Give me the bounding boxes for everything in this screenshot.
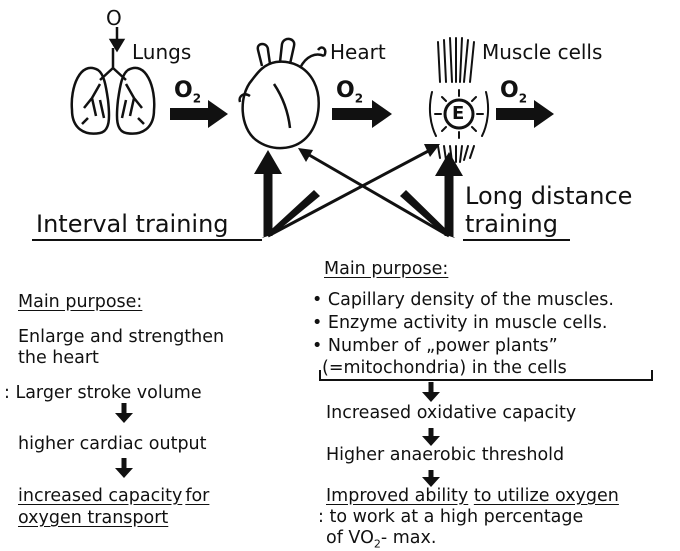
training-connection-arrows <box>254 144 463 238</box>
long-distance-bullet-2: • Enzyme activity in muscle cells. <box>312 315 607 333</box>
o2-label-2: O2 <box>336 80 363 104</box>
long-distance-result-line3: of VO2- max. <box>326 530 436 550</box>
down-arrow-left-1 <box>115 403 133 423</box>
long-distance-purpose-heading: Main purpose: <box>324 261 448 279</box>
long-distance-bullet-3: • Number of „power plants” <box>312 338 558 356</box>
long-distance-title-line1: Long distance <box>465 184 632 208</box>
down-arrow-left-2 <box>115 458 133 478</box>
energy-label: E <box>452 105 464 123</box>
interval-purpose-line2: the heart <box>18 350 99 368</box>
interval-training-title: Interval training <box>36 212 229 236</box>
long-distance-effect-2: Higher anaerobic threshold <box>326 447 564 465</box>
muscle-cells-label: Muscle cells <box>482 42 602 62</box>
o2-label-1: O2 <box>174 80 201 104</box>
lungs-label: Lungs <box>132 42 191 62</box>
down-arrow-right-2 <box>422 428 440 446</box>
muscle-cell-icon <box>430 38 488 162</box>
interval-result-line2: oxygen transport <box>18 510 168 528</box>
oxygen-input-label: O <box>106 8 122 28</box>
down-arrow-right-1 <box>422 382 440 402</box>
o2-label-3: O2 <box>500 80 527 104</box>
long-distance-bullet-1: • Capillary density of the muscles. <box>312 292 614 310</box>
heart-icon <box>240 39 326 148</box>
oxygen-input-arrow <box>111 27 123 50</box>
interval-effect-2: higher cardiac output <box>18 436 207 454</box>
long-distance-bullet-3-cont: (=mitochondria) in the cells <box>322 360 567 378</box>
long-distance-result-line2: : to work at a high percentage <box>318 509 583 527</box>
interval-purpose-heading: Main purpose: <box>18 294 142 312</box>
long-distance-title-line2: training <box>465 212 558 236</box>
long-distance-result-line1: Improved ability to utilize oxygen <box>326 488 619 506</box>
interval-purpose-line1: Enlarge and strengthen <box>18 329 224 347</box>
heart-label: Heart <box>330 42 386 62</box>
interval-effect-1: : Larger stroke volume <box>4 385 202 403</box>
down-arrow-right-3 <box>422 470 440 487</box>
long-distance-effect-1: Increased oxidative capacity <box>326 405 576 423</box>
